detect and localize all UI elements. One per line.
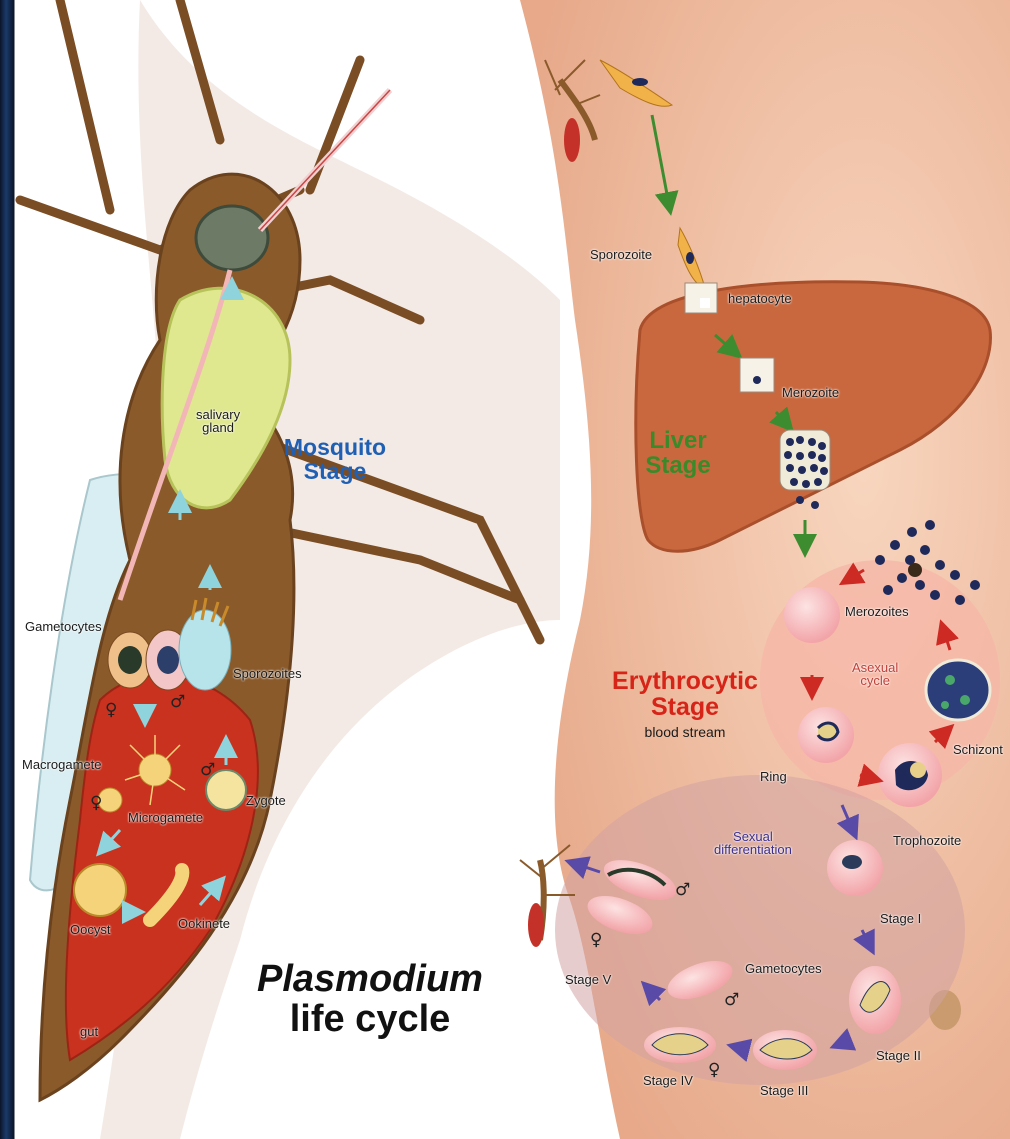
label-merozoite: Merozoite <box>782 385 839 400</box>
label-sporozoite: Sporozoite <box>590 247 652 262</box>
liver-stage-line2: Stage <box>638 453 718 478</box>
erythrocytic-stage-title: Erythrocytic Stage blood stream <box>610 668 760 739</box>
male-symbol-stage4: ♂ <box>724 990 739 1010</box>
rbc-schizont <box>926 660 990 720</box>
oocyst-cell <box>74 864 126 916</box>
female-symbol-stage5: ♀ <box>590 930 602 950</box>
blood-stream-label: blood stream <box>610 725 760 740</box>
label-stage-4: Stage IV <box>643 1073 693 1088</box>
label-ookinete: Ookinete <box>178 916 230 931</box>
label-sexual-differentiation: Sexual differentiation <box>714 830 792 856</box>
mosquito-stage-line2: Stage <box>275 459 395 483</box>
male-symbol-gametocyte: ♂ <box>170 692 185 712</box>
merozoite-hepatocyte <box>740 358 774 392</box>
liver-stage-title: Liver Stage <box>638 428 718 478</box>
label-sporozoites: Sporozoites <box>233 666 302 681</box>
label-oocyst: Oocyst <box>70 922 110 937</box>
diagram-title: Plasmodium life cycle <box>250 960 490 1040</box>
label-asexual-cycle: Asexual cycle <box>852 661 898 687</box>
mosquito-stage-title: Mosquito Stage <box>275 435 395 483</box>
diagram-title-line1: Plasmodium <box>250 960 490 1000</box>
label-stage-2: Stage II <box>876 1048 921 1063</box>
label-stage-3: Stage III <box>760 1083 808 1098</box>
label-merozoites: Merozoites <box>845 604 909 619</box>
label-stage-1: Stage I <box>880 911 921 926</box>
female-symbol-stage4: ♀ <box>708 1060 720 1080</box>
label-gametocytes-mosquito: Gametocytes <box>25 619 102 634</box>
female-symbol-gametocyte: ♀ <box>105 700 117 720</box>
label-gut: gut <box>80 1024 98 1039</box>
label-salivary-gland: salivary gland <box>196 408 240 434</box>
label-ring: Ring <box>760 769 787 784</box>
rbc-merozoite-entry <box>784 587 840 643</box>
mosquito-stage-line1: Mosquito <box>275 435 395 459</box>
male-symbol-stage5: ♂ <box>675 880 690 900</box>
erythrocytic-stage-line1: Erythrocytic <box>610 668 760 694</box>
label-zygote: Zygote <box>246 793 286 808</box>
liver-stage-line1: Liver <box>638 428 718 453</box>
label-stage-5: Stage V <box>565 972 611 987</box>
label-salivary-line2: gland <box>196 421 240 434</box>
female-symbol-macrogamete: ♀ <box>90 793 102 813</box>
label-gametocytes-blood: Gametocytes <box>745 961 822 976</box>
label-hepatocyte: hepatocyte <box>728 291 792 306</box>
label-sexual-line2: differentiation <box>714 843 792 856</box>
label-trophozoite: Trophozoite <box>893 833 961 848</box>
label-macrogamete: Macrogamete <box>22 757 101 772</box>
diagram-title-line2: life cycle <box>250 1000 490 1040</box>
label-asexual-line2: cycle <box>852 674 898 687</box>
male-symbol-microgamete: ♂ <box>200 760 215 780</box>
label-schizont: Schizont <box>953 742 1003 757</box>
mosquito-head <box>196 206 268 270</box>
erythrocytic-stage-line2: Stage <box>610 694 760 720</box>
label-microgamete: Microgamete <box>128 810 203 825</box>
